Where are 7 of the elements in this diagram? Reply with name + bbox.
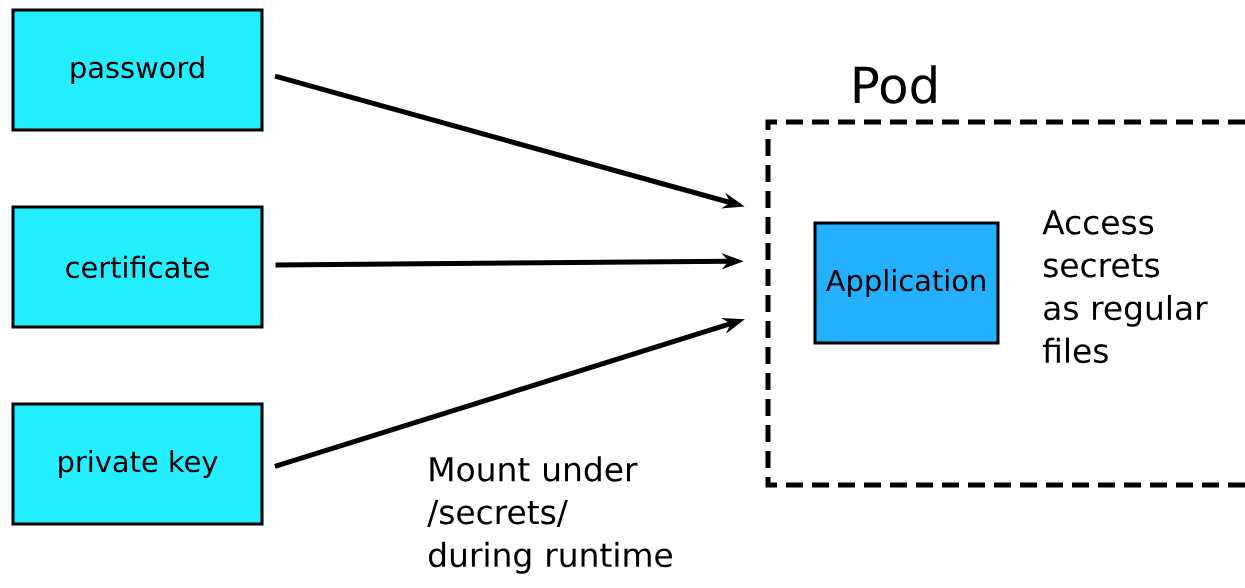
note-text: Access secrets as regular files [1042, 210, 1208, 364]
secret-box: private key [11, 402, 264, 526]
secret-box: password [11, 8, 264, 132]
app-box: Application [813, 221, 1000, 345]
pod-title: Pod [854, 65, 936, 104]
secret-box: certificate [11, 205, 264, 329]
note-text: Mount under /secrets/ during runtime [427, 456, 672, 574]
